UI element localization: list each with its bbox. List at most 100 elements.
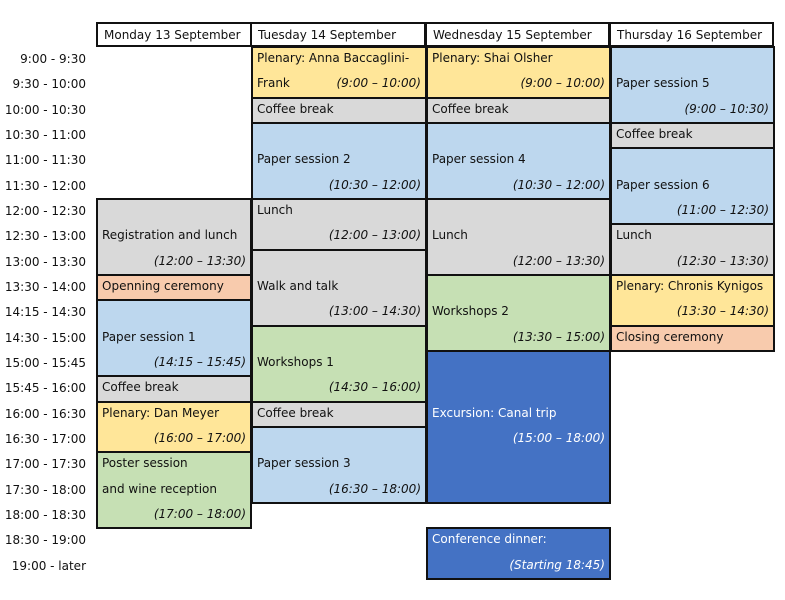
event-time: (15:00 – 18:00)	[512, 430, 605, 445]
event-title: Coffee break	[257, 101, 334, 116]
event-conference-dinner[interactable]: Conference dinner: (Starting 18:45)	[426, 527, 611, 580]
time-slot-label: 15:45 - 16:00	[4, 381, 86, 396]
event-paper-session-2[interactable]: Paper session 2 (10:30 – 12:00)	[251, 121, 427, 200]
event-lunch[interactable]: Lunch (12:00 – 13:30)	[426, 197, 611, 276]
event-plenary-anna-baccaglini-frank[interactable]: Plenary: Anna Baccaglini- Frank (9:00 – …	[251, 46, 427, 99]
time-slot-label: 15:00 - 15:45	[4, 355, 86, 370]
event-title: Plenary: Chronis Kynigos	[616, 278, 764, 293]
event-title: Paper session 2	[257, 152, 351, 167]
event-paper-session-1[interactable]: Paper session 1 (14:15 – 15:45)	[96, 299, 252, 378]
event-title: Conference dinner:	[432, 532, 547, 547]
time-slot-label: 18:00 - 18:30	[4, 507, 86, 522]
time-slot-label: 9:00 - 9:30	[20, 52, 86, 66]
event-time: (9:00 – 10:30)	[684, 101, 769, 116]
event-title: Coffee break	[102, 380, 179, 395]
time-slot-label: 17:00 - 17:30	[4, 457, 86, 472]
event-coffee-break[interactable]: Coffee break	[426, 96, 611, 124]
event-time: (12:00 – 13:00)	[328, 228, 421, 243]
event-title-line2: Frank	[257, 76, 290, 91]
event-paper-session-5[interactable]: Paper session 5 (9:00 – 10:30)	[610, 46, 775, 124]
event-time: (13:30 – 15:00)	[512, 329, 605, 344]
event-lunch[interactable]: Lunch (12:30 – 13:30)	[610, 223, 775, 276]
time-slot-label: 18:30 - 19:00	[4, 533, 86, 548]
event-time: (12:30 – 13:30)	[676, 253, 769, 268]
time-slot-label: 10:30 - 11:00	[4, 127, 86, 142]
header-monday: Monday 13 September	[96, 22, 252, 47]
event-title: Paper session 6	[616, 177, 710, 192]
event-title: Poster session	[102, 456, 188, 471]
event-title: Workshops 1	[257, 354, 334, 369]
event-title: Paper session 4	[432, 152, 526, 167]
header-tuesday: Tuesday 14 September	[250, 22, 426, 47]
event-title: Coffee break	[257, 405, 334, 420]
event-time: (13:00 – 14:30)	[328, 304, 421, 319]
header-wednesday: Wednesday 15 September	[425, 22, 610, 47]
event-registration-lunch[interactable]: Registration and lunch (12:00 – 13:30)	[96, 197, 252, 276]
event-title: Openning ceremony	[102, 278, 224, 293]
event-title: Workshops 2	[432, 304, 509, 319]
time-slot-label: 11:00 - 11:30	[4, 153, 86, 168]
event-time: (9:00 – 10:00)	[336, 76, 421, 91]
time-slot-label: 19:00 - later	[11, 558, 86, 573]
event-time: (12:00 – 13:30)	[153, 253, 246, 268]
event-coffee-break[interactable]: Coffee break	[251, 400, 427, 428]
event-time: (14:30 – 16:00)	[328, 380, 421, 395]
event-workshops-1[interactable]: Workshops 1 (14:30 – 16:00)	[251, 324, 427, 403]
event-paper-session-4[interactable]: Paper session 4 (10:30 – 12:00)	[426, 121, 611, 200]
event-title: Plenary: Shai Olsher	[432, 51, 553, 65]
event-plenary-chronis-kynigos[interactable]: Plenary: Chronis Kynigos (13:30 – 14:30)	[610, 273, 775, 327]
time-slot-label: 9:30 - 10:00	[12, 77, 87, 92]
time-slot-label: 13:30 - 14:00	[4, 279, 86, 294]
time-slot-label: 12:30 - 13:00	[4, 229, 86, 244]
event-time: (Starting 18:45)	[509, 557, 605, 572]
event-closing-ceremony[interactable]: Closing ceremony	[610, 324, 775, 352]
event-plenary-shai-olsher[interactable]: Plenary: Shai Olsher (9:00 – 10:00)	[426, 46, 611, 99]
event-time: (17:00 – 18:00)	[153, 506, 246, 521]
time-slot-label: 12:00 - 12:30	[4, 203, 86, 218]
time-slot-label: 10:00 - 10:30	[4, 102, 86, 117]
event-title-line2: and wine reception	[102, 481, 217, 496]
event-time: (12:00 – 13:30)	[512, 253, 605, 268]
event-coffee-break[interactable]: Coffee break	[96, 375, 252, 403]
header-thursday: Thursday 16 September	[609, 22, 774, 47]
event-time: (11:00 – 12:30)	[676, 202, 769, 217]
event-lunch[interactable]: Lunch (12:00 – 13:00)	[251, 197, 427, 251]
event-title: Registration and lunch	[102, 228, 238, 243]
time-slot-label: 14:15 - 14:30	[4, 305, 86, 320]
event-time: (13:30 – 14:30)	[676, 304, 769, 319]
event-time: (10:30 – 12:00)	[328, 177, 421, 192]
event-time: (9:00 – 10:00)	[520, 76, 605, 91]
event-paper-session-6[interactable]: Paper session 6 (11:00 – 12:30)	[610, 147, 775, 226]
event-title: Paper session 3	[257, 456, 351, 471]
event-title: Walk and talk	[257, 278, 339, 293]
event-title: Closing ceremony	[616, 329, 724, 344]
event-title: Paper session 5	[616, 76, 710, 91]
event-opening-ceremony[interactable]: Openning ceremony	[96, 273, 252, 302]
event-title: Coffee break	[432, 101, 509, 116]
time-slot-label: 11:30 - 12:00	[4, 178, 86, 193]
event-coffee-break[interactable]: Coffee break	[251, 96, 427, 124]
event-title: Lunch	[432, 228, 468, 243]
event-title: Paper session 1	[102, 329, 196, 344]
event-poster-session[interactable]: Poster session and wine reception (17:00…	[96, 451, 252, 530]
event-title: Plenary: Dan Meyer	[102, 405, 220, 420]
event-walk-and-talk[interactable]: Walk and talk (13:00 – 14:30)	[251, 248, 427, 327]
event-time: (16:00 – 17:00)	[153, 430, 246, 445]
event-workshops-2[interactable]: Workshops 2 (13:30 – 15:00)	[426, 273, 611, 352]
time-slot-label: 16:30 - 17:00	[4, 431, 86, 446]
event-plenary-dan-meyer[interactable]: Plenary: Dan Meyer (16:00 – 17:00)	[96, 400, 252, 454]
time-slot-label: 13:00 - 13:30	[4, 254, 86, 269]
event-excursion-canal-trip[interactable]: Excursion: Canal trip (15:00 – 18:00)	[426, 349, 611, 504]
time-slot-label: 17:30 - 18:00	[4, 482, 86, 497]
event-title: Plenary: Anna Baccaglini-	[257, 51, 410, 65]
event-time: (16:30 – 18:00)	[328, 481, 421, 496]
event-time: (10:30 – 12:00)	[512, 177, 605, 192]
event-title: Coffee break	[616, 126, 693, 141]
time-slot-label: 14:30 - 15:00	[4, 330, 86, 345]
event-coffee-break[interactable]: Coffee break	[610, 121, 775, 150]
event-title: Excursion: Canal trip	[432, 405, 557, 420]
time-slot-label: 16:00 - 16:30	[4, 406, 86, 421]
event-title: Lunch	[257, 202, 293, 217]
event-paper-session-3[interactable]: Paper session 3 (16:30 – 18:00)	[251, 425, 427, 504]
event-time: (14:15 – 15:45)	[153, 354, 246, 369]
